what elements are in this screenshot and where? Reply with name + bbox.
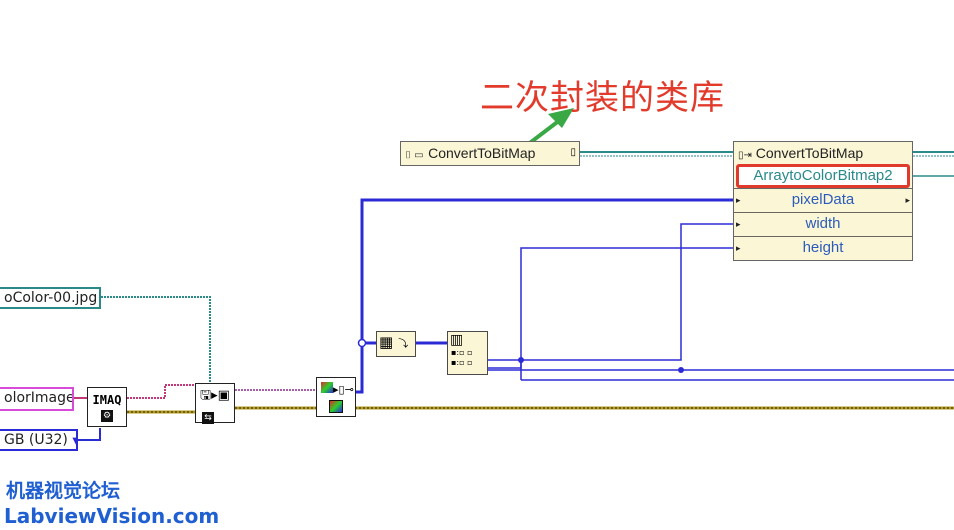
pixel-array-wire — [356, 198, 733, 394]
imaq-label: IMAQ — [92, 393, 122, 407]
array-size-outputs-icon: ▪:▫ ▫▪:▫ ▫ — [451, 348, 473, 367]
width-wire — [488, 223, 733, 361]
imaq-icon: ⚙ — [101, 410, 113, 422]
input-arrow-icon: ▸ — [736, 219, 741, 229]
class-constant-label: ConvertToBitMap — [428, 145, 536, 161]
array-grid-icon: ▦ — [379, 333, 394, 351]
class-constant-terminal-icon: ▯ — [570, 147, 576, 158]
class-icon: ⌷ ▭ — [405, 150, 424, 161]
imaq-readfile-node[interactable]: 🖫▸▣ ⇆ — [195, 383, 235, 424]
invoke-node[interactable]: ▯⇥ ConvertToBitMap ArraytoColorBitmap2 ▸… — [733, 141, 913, 261]
path-control[interactable]: oColor-00.jpg — [0, 287, 101, 309]
invoke-method-row[interactable]: ArraytoColorBitmap2 — [736, 164, 910, 188]
image-to-array-node[interactable]: ▸▯⊸ — [316, 377, 356, 417]
annotation-text: 二次封装的类库 — [480, 78, 725, 118]
array-size-node[interactable]: ▥ ▪:▫ ▫▪:▫ ▫ — [447, 331, 488, 375]
path-wire — [101, 296, 211, 385]
type-wire — [78, 428, 101, 441]
color-image-icon — [329, 400, 343, 413]
chevron-down-icon: ▼ — [72, 436, 76, 447]
floppy-to-image-icon: 🖫▸▣ — [200, 388, 230, 403]
input-arrow-icon: ▸ — [736, 243, 741, 253]
array-reshape-node[interactable]: ▦ ⤵ — [376, 331, 416, 357]
invoke-node-header: ▯⇥ ConvertToBitMap — [738, 145, 864, 161]
class-constant[interactable]: ⌷ ▭ ConvertToBitMap ▯ — [400, 141, 580, 166]
input-pixeldata[interactable]: ▸ pixelData ▸ — [734, 188, 912, 212]
watermark-url: LabviewVision.com — [4, 504, 220, 528]
transpose-icon: ⤵ — [398, 339, 409, 350]
image-to-array-icon: ▸▯⊸ — [321, 382, 355, 396]
output-arrow-icon: ▸ — [905, 195, 910, 205]
array-size-grid-icon: ▥ — [450, 332, 464, 348]
input-arrow-icon: ▸ — [736, 195, 741, 205]
input-height[interactable]: ▸ height — [734, 236, 912, 260]
watermark-cn: 机器视觉论坛 — [6, 480, 121, 502]
input-width[interactable]: ▸ width — [734, 212, 912, 236]
imaq-create-node[interactable]: IMAQ ⚙ — [87, 387, 127, 427]
invoke-arrow-icon: ▯⇥ — [738, 150, 752, 161]
height-wire — [488, 247, 733, 369]
readfile-small-icon: ⇆ — [202, 412, 214, 424]
image-name-control[interactable]: olorImage — [0, 387, 74, 411]
image-type-enum[interactable]: GB (U32) ▼ — [0, 429, 78, 451]
